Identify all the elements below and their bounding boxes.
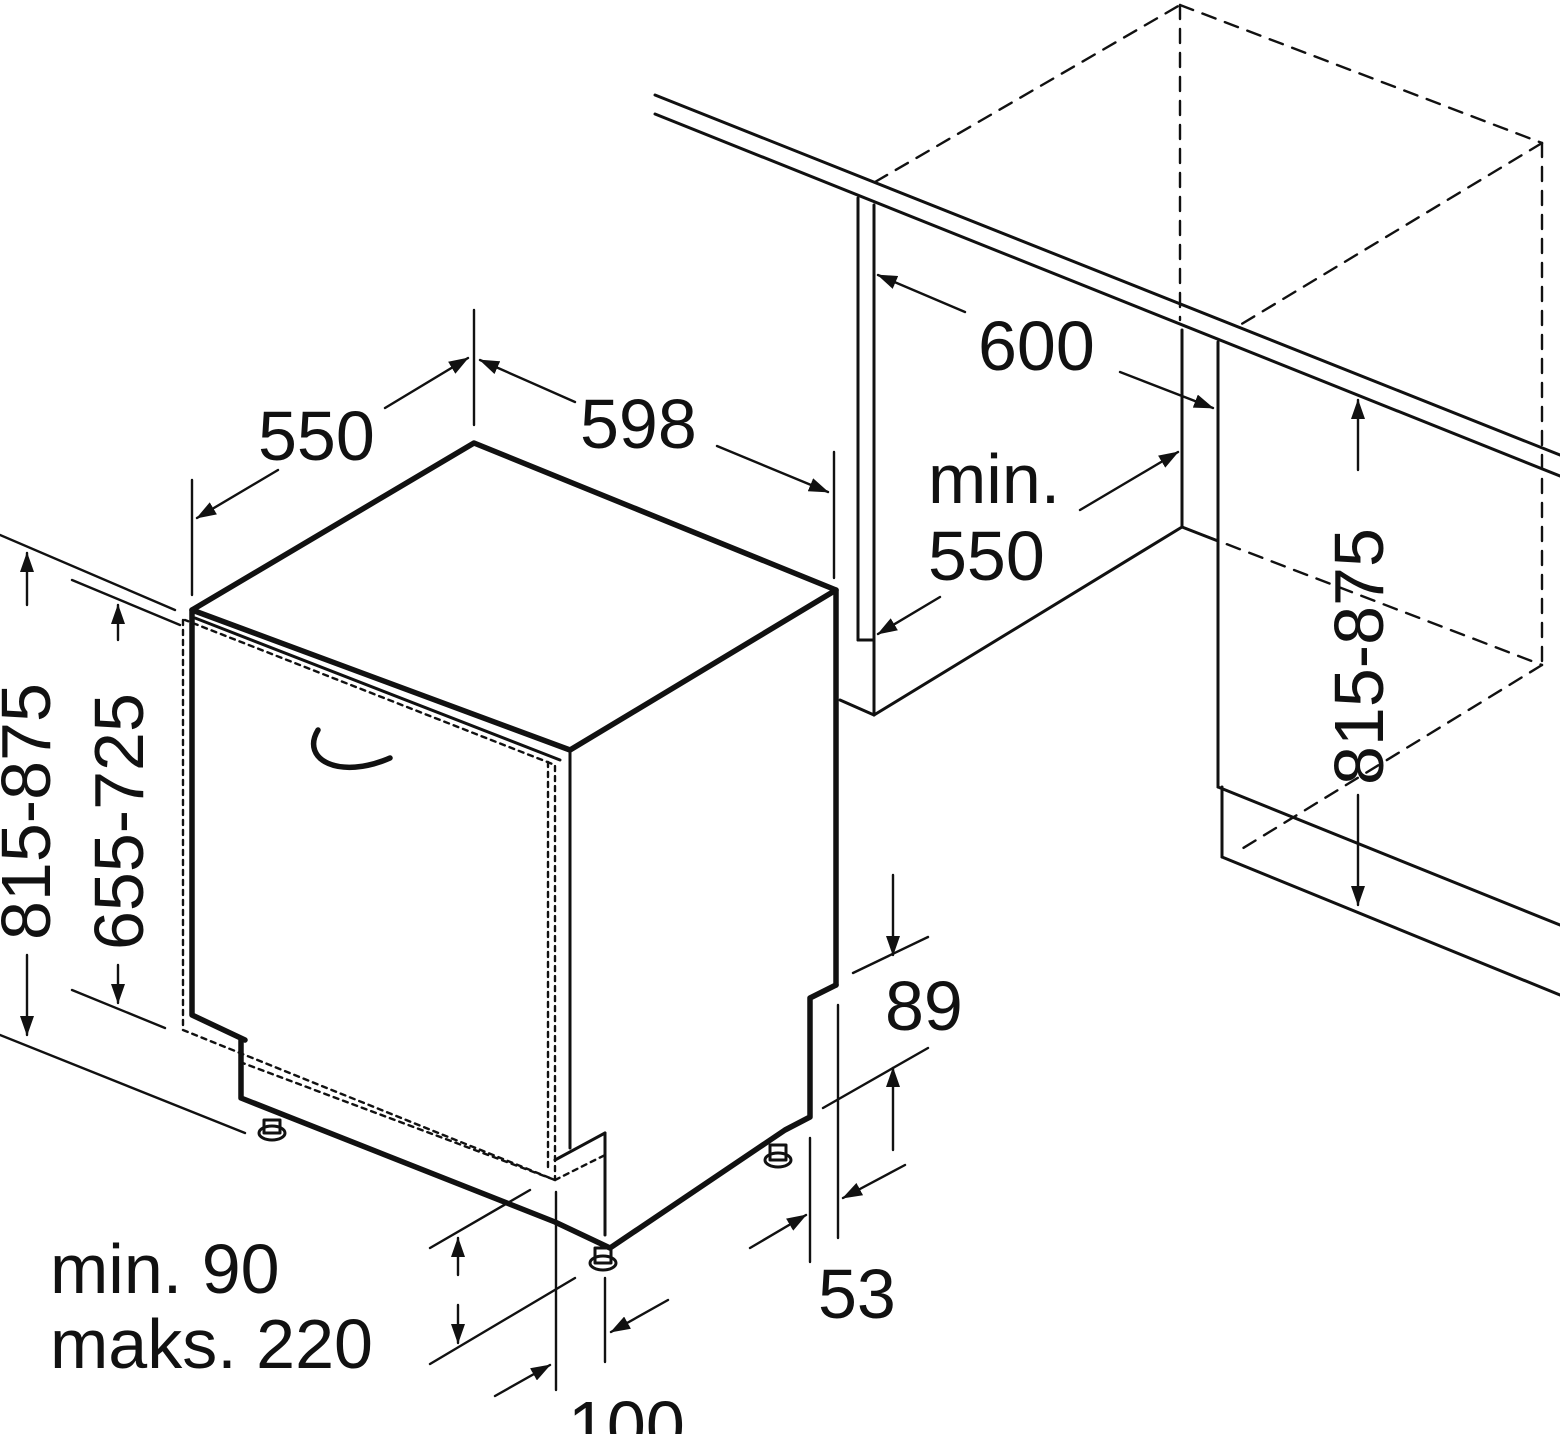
foot-left [257,1118,287,1142]
plinth-height-label: 89 [885,967,963,1045]
body-height-label: 655-725 [80,693,158,950]
door-handle-icon [310,727,393,770]
niche-width-label: 600 [978,307,1095,385]
foot-height-label-line2: maks. 220 [50,1305,373,1383]
hidden-cabinet-outline [873,3,1544,852]
door-panel-outline [181,618,607,1182]
dimension-lines [0,273,1365,1398]
total-height-label: 815-875 [0,683,65,940]
kitchen-niche [653,93,1560,997]
plinth-setback-label: 53 [818,1255,896,1333]
niche-height-label: 815-875 [1320,528,1398,785]
dishwasher-body [189,440,839,1251]
adjustable-feet [257,1118,793,1272]
foot-right [763,1143,793,1169]
niche-depth-label-line2: 550 [928,517,1045,595]
depth-label: 550 [258,397,375,475]
foot-height-label-line1: min. 90 [50,1230,280,1308]
width-label: 598 [580,385,697,463]
foot-front [588,1246,618,1272]
foot-depth-label: 100 [568,1387,685,1434]
niche-depth-label-line1: min. [928,440,1060,518]
